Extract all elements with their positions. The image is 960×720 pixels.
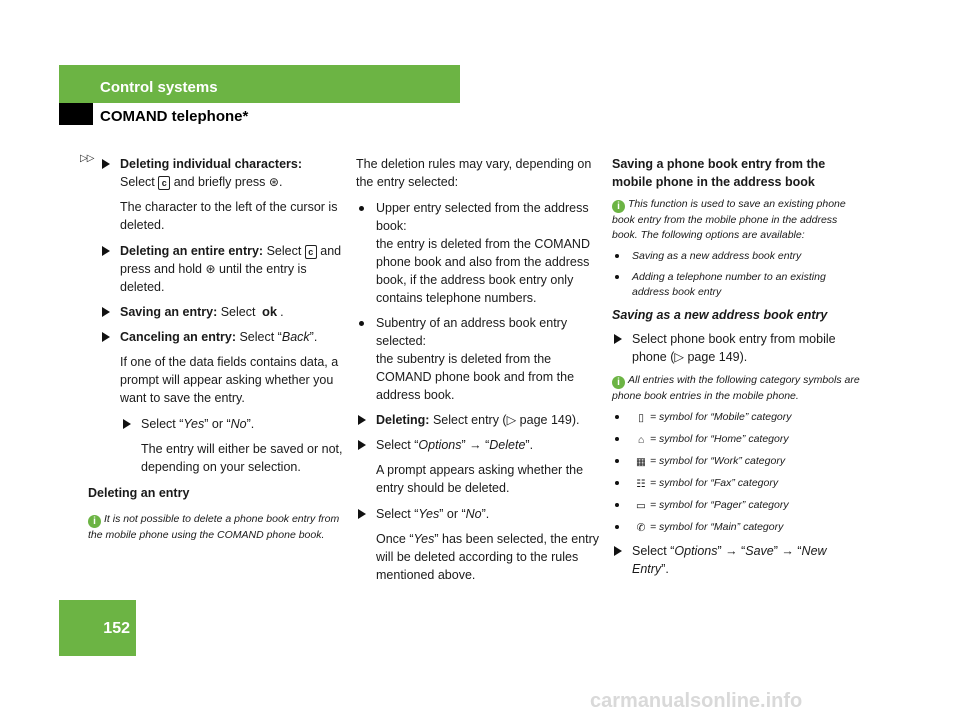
step-deleting: Deleting: Select entry (▷ page 149). [356, 411, 601, 429]
bullet-icon [615, 481, 619, 485]
step-options-save-new: Select “Options” → “Save” → “New Entry”. [612, 542, 862, 578]
section-title: Control systems [100, 79, 218, 96]
arrow-icon [358, 509, 366, 519]
symbol-fax: ☷= symbol for “Fax” category [612, 476, 862, 492]
fax-icon: ☷ [636, 478, 646, 490]
rule-subentry: Subentry of an address book entry select… [356, 314, 601, 404]
arrow-icon [102, 332, 110, 342]
bullet-icon [615, 525, 619, 529]
page-number-box [59, 600, 136, 656]
info-icon: i [612, 376, 625, 389]
step-delete-entry: Deleting an entire entry: Select c and p… [100, 242, 345, 296]
step-options-delete: Select “Options” → “Delete”. [356, 436, 601, 454]
arrow-icon [358, 415, 366, 425]
subsection-title: COMAND telephone* [100, 108, 249, 125]
symbol-home: ⌂= symbol for “Home” category [612, 432, 862, 448]
bullet-icon [615, 254, 619, 258]
bullet-icon [615, 459, 619, 463]
arrow-icon [614, 334, 622, 344]
step-yes-no-delete: Select “Yes” or “No”. [356, 505, 601, 523]
header-marker [59, 103, 93, 125]
saved-result-text: The entry will either be saved or not, d… [141, 442, 343, 474]
page-number: 152 [103, 620, 130, 637]
rule-upper-entry: Upper entry selected from the address bo… [356, 199, 601, 307]
delete-prompt-text: A prompt appears asking whether the entr… [376, 463, 584, 495]
bullet-icon [615, 503, 619, 507]
arrow-icon [102, 246, 110, 256]
home-icon: ⌂ [637, 434, 645, 446]
header-bar [59, 65, 460, 103]
bullet-icon [615, 437, 619, 441]
column-2: The deletion rules may vary, depending o… [356, 155, 601, 592]
mobile-icon: ▯ [638, 412, 644, 424]
main-phone-icon: ✆ [636, 522, 646, 534]
symbol-main: ✆= symbol for “Main” category [612, 520, 862, 536]
step-yes-no: Select “Yes” or “No”. [121, 415, 345, 433]
arrow-icon [123, 419, 131, 429]
bullet-icon [615, 275, 619, 279]
bullet-icon [359, 321, 364, 326]
control-knob-icon: ⊛ [205, 262, 216, 276]
continuation-marker: ▷▷ [80, 153, 94, 164]
c-key-icon: c [304, 245, 317, 259]
info-icon: i [612, 200, 625, 213]
arrow-icon [614, 546, 622, 556]
delete-result-text: Once “Yes” has been selected, the entry … [376, 532, 600, 582]
column-1: Deleting individual characters: Select c… [88, 155, 345, 549]
arrow-icon [102, 159, 110, 169]
step-delete-characters: Deleting individual characters: Select c… [100, 155, 345, 191]
save-mobile-heading: Saving a phone book entry from the mobil… [612, 157, 826, 189]
delete-characters-result: The character to the left of the cursor … [120, 200, 338, 232]
deleting-heading: Deleting an entry [88, 486, 190, 500]
save-prompt-text: If one of the data fields contains data,… [120, 355, 339, 405]
symbol-mobile: ▯= symbol for “Mobile” category [612, 410, 862, 426]
work-icon: ▦ [636, 456, 646, 468]
step-save-entry: Saving an entry: Select ok. [100, 303, 345, 321]
arrow-icon [102, 307, 110, 317]
bullet-icon [359, 206, 364, 211]
step-select-mobile-entry: Select phone book entry from mobile phon… [612, 330, 862, 366]
control-knob-icon: ⊛ [268, 175, 279, 189]
option-add-number: Adding a telephone number to an existing… [612, 270, 862, 300]
info-icon: i [88, 515, 101, 528]
new-entry-subheading: Saving as a new address book entry [612, 308, 828, 322]
pager-icon: ▭ [636, 500, 646, 512]
bullet-icon [615, 415, 619, 419]
option-new-entry: Saving as a new address book entry [612, 249, 862, 264]
step-cancel-entry: Canceling an entry: Select “Back”. [100, 328, 345, 346]
symbol-work: ▦= symbol for “Work” category [612, 454, 862, 470]
watermark: carmanualsonline.info [590, 690, 803, 712]
c-key-icon: c [158, 176, 171, 190]
arrow-icon [358, 440, 366, 450]
column-3: Saving a phone book entry from the mobil… [612, 155, 862, 585]
deletion-rules-intro: The deletion rules may vary, depending o… [356, 157, 592, 189]
symbol-pager: ▭= symbol for “Pager” category [612, 498, 862, 514]
ok-icon: ok [261, 304, 278, 319]
